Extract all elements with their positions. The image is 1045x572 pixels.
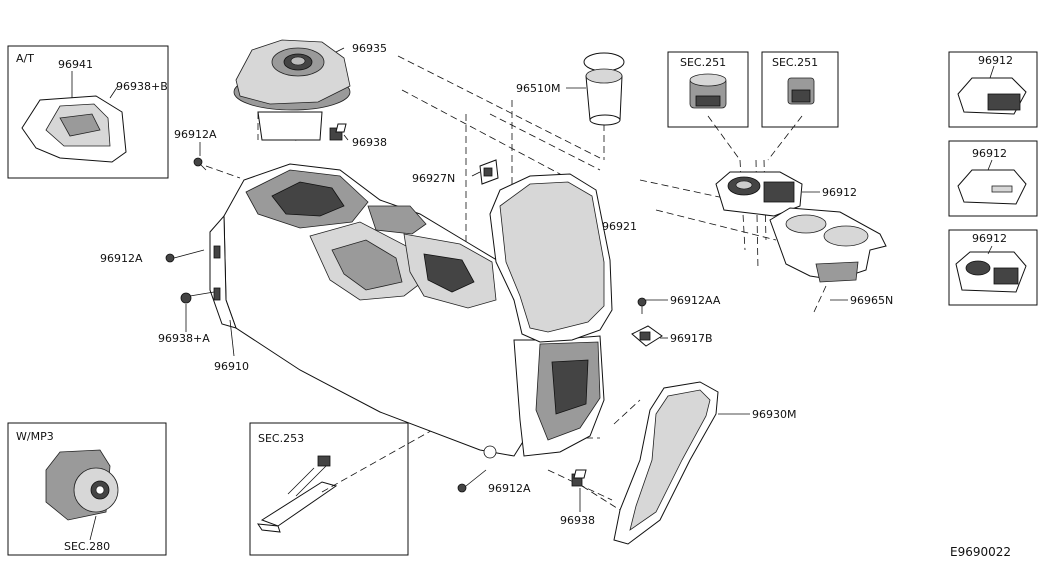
inset-switch-3-frame [948, 229, 1038, 306]
inset-switch-2-frame [948, 140, 1038, 217]
callout-96927n: 96927N [412, 172, 455, 185]
cup-96510m [583, 52, 625, 126]
label-sec280: SEC.280 [64, 540, 110, 553]
callout-96938-top: 96938 [352, 136, 387, 149]
center-console-96910 [209, 163, 605, 459]
inset-mp3-frame [7, 422, 167, 556]
callout-96912aa: 96912AA [670, 294, 721, 307]
label-96941: 96941 [58, 58, 93, 71]
label-96912-inset2: 96912 [972, 147, 1007, 160]
callout-96910: 96910 [214, 360, 249, 373]
label-96912-inset3: 96912 [972, 232, 1007, 245]
callout-96930m: 96930M [752, 408, 796, 421]
cup-holder-96965n [769, 207, 887, 283]
callout-96912a-3: 96912A [488, 482, 531, 495]
inset-mp3-title: W/MP3 [16, 430, 54, 443]
inset-at-frame [7, 45, 169, 179]
clip-96938-top [329, 123, 347, 141]
screw-96912a-3 [457, 469, 487, 493]
sec251-knob-part [689, 73, 727, 109]
switch-panel-variant-1 [957, 65, 1027, 115]
inset-at-title: A/T [16, 52, 34, 65]
callout-96965n: 96965N [850, 294, 893, 307]
inset-sec251-left-title: SEC.251 [680, 56, 726, 69]
switch-panel-96912 [715, 171, 803, 217]
bracket-96917b [631, 325, 663, 347]
callout-96912a-2: 96912A [100, 252, 143, 265]
inset-sec253-title: SEC.253 [258, 432, 304, 445]
callout-96912a-1: 96912A [174, 128, 217, 141]
inset-sec251-left-frame [667, 51, 749, 128]
shift-trim-part [21, 95, 127, 163]
shift-boot-96935 [233, 39, 351, 141]
inset-sec253-frame [249, 422, 409, 556]
callout-96510m: 96510M [516, 82, 560, 95]
label-96938b: 96938+B [116, 80, 168, 93]
screw-96912a-1 [193, 157, 207, 171]
switch-panel-variant-3 [955, 245, 1027, 293]
rear-panel-96930m [613, 381, 719, 545]
mp3-jack-part [45, 449, 119, 521]
callout-96917b: 96917B [670, 332, 713, 345]
clip-96938-bottom [571, 469, 587, 487]
label-96912-inset1: 96912 [978, 54, 1013, 67]
sec253-connector-part [256, 455, 338, 533]
callout-96935: 96935 [352, 42, 387, 55]
callout-96921: 96921 [602, 220, 637, 233]
callout-96938a: 96938+A [158, 332, 210, 345]
screw-96912a-2 [165, 249, 205, 263]
sec251-switch-part [787, 77, 815, 105]
diagram-id: E9690022 [950, 545, 1011, 559]
inset-sec251-right-title: SEC.251 [772, 56, 818, 69]
inset-sec251-right-frame [761, 51, 839, 128]
armrest-lid-96921 [489, 173, 613, 343]
bolt-96938a [180, 291, 215, 304]
screw-96912aa [637, 297, 647, 314]
inset-switch-1-frame [948, 51, 1038, 128]
clip-96927n [479, 159, 499, 185]
callout-96912-panel: 96912 [822, 186, 857, 199]
callout-96938-bottom: 96938 [560, 514, 595, 527]
switch-panel-variant-2 [957, 159, 1027, 205]
